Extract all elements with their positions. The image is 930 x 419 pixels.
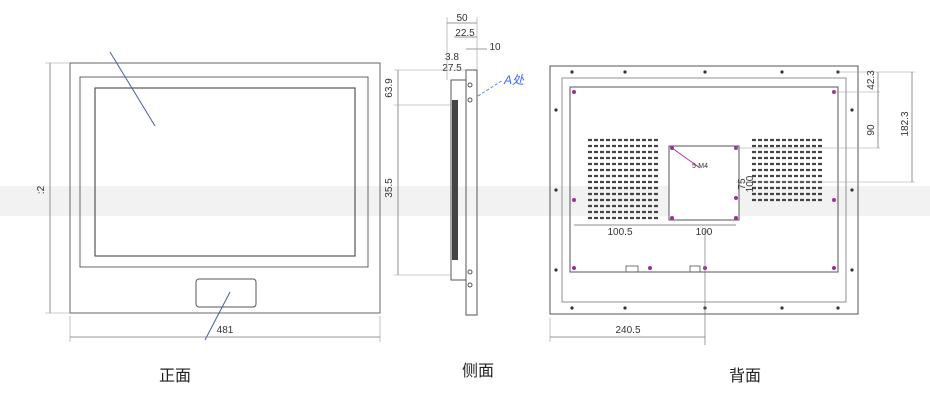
side-screw-top — [467, 82, 473, 88]
back-right-dim-3: 182.3 — [900, 111, 911, 136]
back-connector-2 — [689, 265, 701, 273]
back-view: 5-M4 100 100.5 75 100 240.5 — [549, 65, 915, 385]
side-screw-bottom-2 — [467, 282, 473, 288]
front-touchpad — [195, 278, 257, 308]
back-vesa-v1-label: 75 — [737, 178, 748, 190]
side-screw-bottom — [467, 269, 473, 275]
side-vents — [452, 100, 458, 260]
front-caption: 正面 — [159, 366, 191, 385]
front-screen — [94, 87, 356, 257]
back-housing — [569, 86, 839, 273]
front-outer-frame — [69, 62, 381, 314]
back-vesa-left-label: 100.5 — [607, 227, 632, 238]
front-leader-line — [109, 51, 156, 127]
front-view: :2 481 正面 — [36, 51, 381, 385]
side-screw-top-2 — [467, 97, 473, 103]
back-vesa-panel — [668, 145, 740, 221]
front-height-label: :2 — [36, 185, 47, 194]
side-body — [450, 79, 467, 281]
back-vesa-v2-label: 100 — [745, 175, 756, 192]
back-vesa-label: 5-M4 — [692, 163, 708, 170]
back-right-dim-2: 90 — [866, 124, 877, 136]
side-d1-label: 22.5 — [455, 28, 475, 39]
side-caption: 侧面 — [462, 361, 494, 380]
back-width-label: 240.5 — [615, 325, 640, 336]
back-vesa-leader — [671, 147, 701, 169]
back-connector-1 — [625, 265, 639, 273]
side-callout-label: A处 — [503, 73, 525, 87]
side-offset-label: 63.9 — [384, 78, 395, 98]
back-vesa-h-label: 100 — [696, 227, 713, 238]
front-leader-line-2 — [204, 291, 231, 341]
side-callout-leader — [477, 79, 504, 97]
side-d3-label: 3.8 — [445, 52, 459, 63]
back-inner-frame — [561, 77, 847, 303]
side-screen-label: 35.5 — [384, 178, 395, 198]
side-d4-label: 27.5 — [442, 63, 462, 74]
back-right-dim-1: 42.3 — [866, 70, 877, 90]
side-view: 50 22.5 10 3.8 27.5 63.9 35.5 A处 侧面 — [384, 13, 525, 380]
front-width-label: 481 — [217, 325, 234, 336]
side-depth-label: 50 — [456, 13, 468, 24]
back-frame-holes — [554, 70, 854, 310]
side-d2-label: 10 — [489, 42, 501, 53]
back-caption: 背面 — [729, 366, 761, 385]
back-outer-frame — [549, 65, 859, 315]
front-bezel — [79, 76, 369, 268]
background-band — [0, 186, 930, 216]
